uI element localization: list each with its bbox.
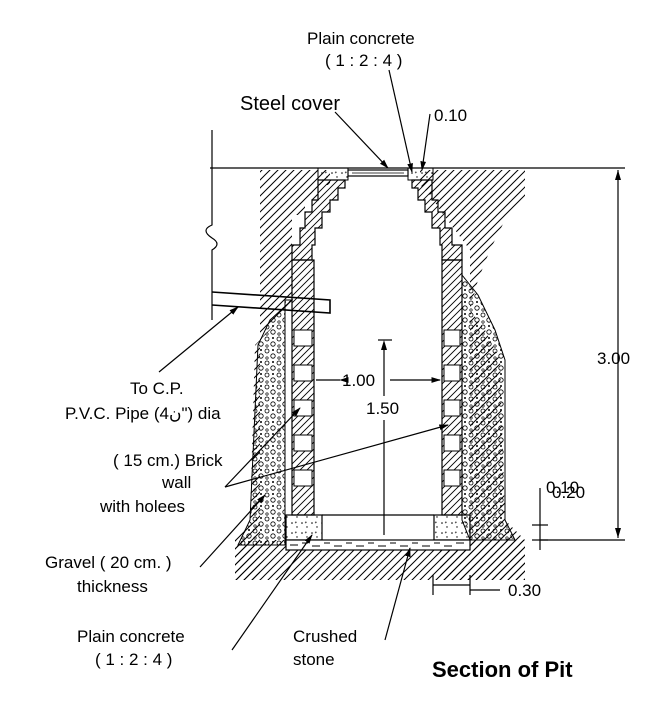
label-pvc-pipe: P.V.C. Pipe (ن4") dia (65, 404, 221, 423)
crushed-stone-base (285, 539, 471, 551)
label-plain-concrete-top-mix: ( 1 : 2 : 4 ) (325, 51, 402, 70)
label-brick-wall-1: ( 15 cm.) Brick (113, 451, 223, 470)
concrete-block-left (285, 514, 323, 541)
label-gravel-2: thickness (77, 577, 148, 596)
label-dim-150: 1.50 (366, 399, 399, 418)
brick-corbel-left (291, 179, 346, 261)
leader-lines (158, 69, 449, 651)
drawing-title: Section of Pit (432, 657, 573, 682)
top-concrete-slab-left (317, 167, 349, 181)
label-dim-010-right: 0.10 (546, 478, 579, 497)
label-dim-010-top: 0.10 (434, 106, 467, 125)
dim-3m (540, 167, 625, 541)
label-plain-concrete-bottom: Plain concrete (77, 627, 185, 646)
earth-fill-left (225, 170, 330, 580)
dim-right-small (532, 488, 548, 550)
label-crushed-2: stone (293, 650, 335, 669)
pvc-pipe (211, 291, 331, 314)
label-brick-wall-2: wall (161, 473, 191, 492)
label-gravel-1: Gravel ( 20 cm. ) (45, 553, 172, 572)
label-steel-cover: Steel cover (240, 93, 340, 115)
break-line (205, 130, 218, 320)
gravel-right (461, 273, 516, 541)
gravel-left (237, 299, 294, 546)
label-dim-100: 1.00 (342, 371, 375, 390)
label-dim-300: 3.00 (597, 349, 630, 368)
label-to-cp: To C.P. (130, 379, 184, 398)
dim-0-30 (432, 575, 500, 595)
concrete-block-right (433, 514, 471, 541)
label-crushed-1: Crushed (293, 627, 357, 646)
dim-1-5m (378, 339, 392, 535)
label-brick-wall-3: with holees (99, 497, 185, 516)
label-plain-concrete-top: Plain concrete (307, 29, 415, 48)
label-plain-concrete-bottom-mix: ( 1 : 2 : 4 ) (95, 650, 172, 669)
label-dim-030: 0.30 (508, 581, 541, 600)
label-dim-020: 0.20 (552, 483, 585, 502)
